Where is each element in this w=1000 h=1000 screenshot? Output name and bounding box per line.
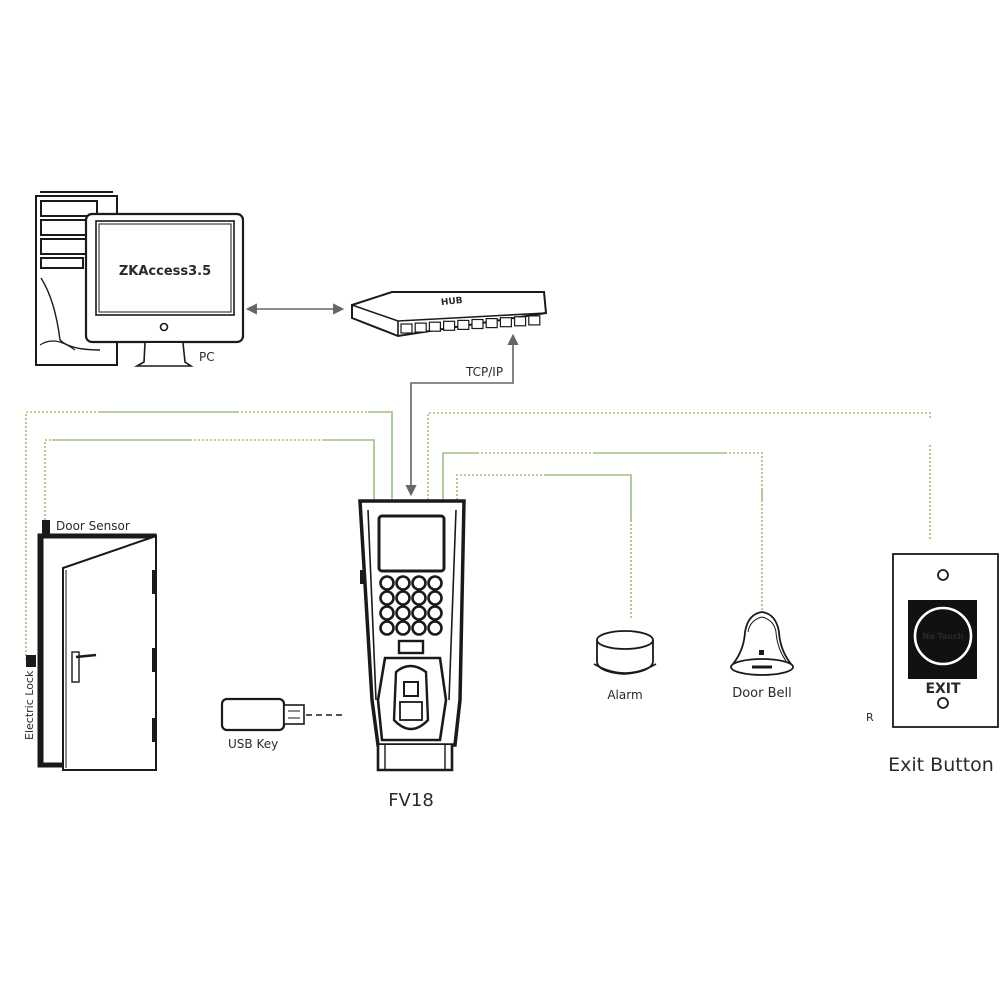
door-leaf xyxy=(62,534,157,771)
door-bell: Door Bell xyxy=(730,611,794,701)
tcpip-label: TCP/IP xyxy=(465,365,503,379)
hub-port xyxy=(513,316,527,327)
device-keypad xyxy=(379,575,443,636)
hub-port xyxy=(485,318,498,329)
hub-port xyxy=(414,322,427,333)
door-sensor-label: Door Sensor xyxy=(56,519,130,533)
usb-key: USB Key xyxy=(220,697,346,751)
keypad-key xyxy=(379,620,395,636)
hub-port xyxy=(457,319,470,330)
keypad-key xyxy=(379,605,395,621)
wire-door-sensor xyxy=(44,439,375,520)
hub-ports xyxy=(400,315,541,334)
wire-alarm xyxy=(456,474,632,620)
exit-side-mark: R xyxy=(866,711,874,724)
hub-label: HUB xyxy=(440,296,463,308)
keypad-key xyxy=(411,590,427,606)
exit-text: EXIT xyxy=(925,681,961,697)
network-links: TCP/IP xyxy=(245,303,519,497)
pc-screen-text: ZKAccess3.5 xyxy=(119,264,211,279)
keypad-key xyxy=(411,620,427,636)
hub-port xyxy=(471,318,484,330)
electric-lock-label: Electric Lock xyxy=(23,670,36,740)
keypad-key xyxy=(427,620,443,636)
no-touch-text: No Touch xyxy=(923,632,964,641)
usb-key-label: USB Key xyxy=(228,737,278,751)
hub-port xyxy=(499,317,512,328)
alarm: Alarm xyxy=(593,630,657,702)
electric-lock-icon xyxy=(26,655,36,667)
wire-door-bell xyxy=(442,452,763,610)
door-sensor-icon xyxy=(42,520,50,534)
door-bell-label: Door Bell xyxy=(732,686,792,701)
keypad-key xyxy=(427,605,443,621)
pc-label: PC xyxy=(199,350,215,364)
keypad-key xyxy=(427,575,443,591)
hub-port xyxy=(428,321,441,332)
fv18-device: FV18 xyxy=(358,499,466,811)
pc: ZKAccess3.5 PC xyxy=(35,191,245,367)
keypad-key xyxy=(395,590,411,606)
exit-button-label: Exit Button xyxy=(888,754,994,776)
door-handle xyxy=(71,651,97,683)
hub: HUB xyxy=(351,291,548,338)
door: Door Sensor Electric Lock xyxy=(23,519,157,771)
alarm-label: Alarm xyxy=(607,688,642,702)
keypad-key xyxy=(411,575,427,591)
keypad-key xyxy=(395,575,411,591)
fv18-label: FV18 xyxy=(388,790,434,811)
keypad-key xyxy=(379,590,395,606)
wire-exit-button xyxy=(427,412,931,540)
exit-button: No Touch EXIT R Exit Button xyxy=(866,553,999,776)
wires xyxy=(25,411,931,660)
wire-electric-lock xyxy=(25,411,393,660)
keypad-key xyxy=(395,620,411,636)
keypad-key xyxy=(427,590,443,606)
keypad-key xyxy=(411,605,427,621)
tcpip-link xyxy=(405,333,519,497)
device-screen xyxy=(377,514,446,573)
hub-port xyxy=(528,315,541,326)
keypad-key xyxy=(395,605,411,621)
keypad-key xyxy=(379,575,395,591)
hub-port xyxy=(443,320,456,331)
hub-port xyxy=(400,323,413,334)
pc-monitor: ZKAccess3.5 xyxy=(84,212,245,367)
